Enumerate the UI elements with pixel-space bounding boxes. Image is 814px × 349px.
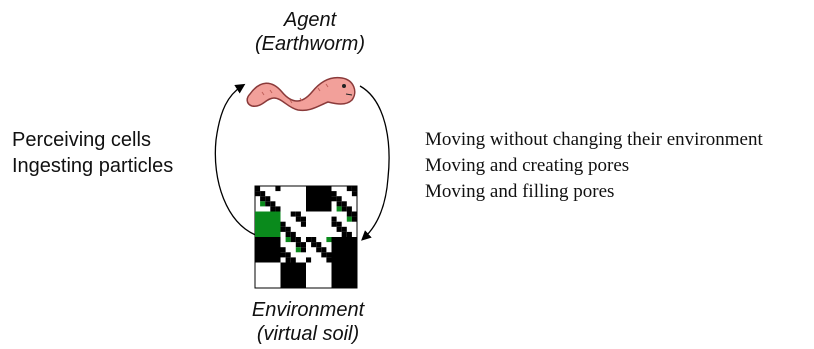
soil-cell: [255, 191, 261, 197]
soil-cell: [290, 237, 296, 243]
soil-cell: [341, 226, 347, 232]
soil-cell: [270, 201, 276, 207]
soil-cell: [336, 226, 342, 232]
soil-cell: [285, 257, 291, 263]
soil-cell: [290, 211, 296, 217]
soil-cell: [270, 206, 276, 212]
soil-cell: [336, 201, 342, 207]
soil-cell: [336, 206, 342, 212]
soil-cell: [260, 196, 266, 202]
soil-cell: [290, 257, 296, 263]
soil-cell: [331, 216, 337, 222]
soil-cell: [316, 247, 322, 253]
soil-cell: [331, 196, 337, 202]
soil-cell: [346, 186, 352, 192]
soil-cell: [336, 221, 342, 227]
soil-cell: [306, 237, 312, 243]
environment-subtitle: (virtual soil): [256, 323, 360, 345]
earthworm-icon: [246, 76, 356, 112]
agent-label: Agent (Earthworm): [240, 8, 380, 56]
soil-cell: [260, 201, 266, 207]
soil-cell: [290, 231, 296, 237]
soil-cell: [316, 242, 322, 248]
soil-cell: [265, 196, 271, 202]
soil-cell: [306, 257, 312, 263]
agent-subtitle: (Earthworm): [254, 33, 365, 55]
soil-cell: [285, 226, 291, 232]
soil-cell: [295, 237, 301, 243]
soil-cell: [331, 191, 337, 197]
effect-creating-pores: Moving and creating pores: [425, 155, 630, 176]
soil-cell: [295, 247, 301, 253]
effect-without-change: Moving without changing their environmen…: [425, 129, 763, 150]
soil-cell: [260, 191, 266, 197]
soil-cell: [255, 237, 281, 263]
soil-cell: [285, 237, 291, 243]
soil-cell: [341, 206, 347, 212]
soil-cell: [300, 221, 306, 227]
soil-cell: [331, 237, 357, 263]
soil-cell: [351, 216, 357, 222]
soil-cell: [255, 211, 281, 237]
soil-cell: [351, 211, 357, 217]
soil-cell: [295, 242, 301, 248]
soil-cell: [280, 226, 286, 232]
soil-cell: [265, 201, 271, 207]
soil-cell: [326, 237, 332, 243]
soil-cell: [255, 186, 261, 192]
agent-action-ingesting: Ingesting particles: [12, 155, 174, 177]
soil-cell: [285, 252, 291, 258]
soil-cell: [341, 231, 347, 237]
soil-cell: [311, 242, 317, 248]
soil-cell: [331, 221, 337, 227]
environment-title: Environment: [251, 299, 365, 321]
soil-cell: [346, 216, 352, 222]
soil-cell: [306, 186, 332, 212]
soil-cell: [346, 211, 352, 217]
soil-cell: [295, 216, 301, 222]
environment-effects: Moving without changing their environmen…: [425, 127, 763, 205]
soil-cell: [351, 191, 357, 197]
soil-cell: [341, 201, 347, 207]
soil-cell: [275, 186, 281, 192]
soil-cell: [300, 247, 306, 253]
soil-cell: [336, 196, 342, 202]
arrow-environment-to-agent: [214, 83, 259, 237]
virtual-soil-grid: [254, 185, 358, 289]
soil-cell: [280, 221, 286, 227]
soil-cell: [321, 247, 327, 253]
soil-cell: [326, 257, 332, 263]
soil-cell: [275, 206, 281, 212]
agent-action-perceiving: Perceiving cells: [12, 129, 151, 151]
soil-cell: [280, 262, 306, 288]
soil-cell: [295, 211, 301, 217]
soil-cell: [321, 252, 327, 258]
arrow-agent-to-environment: [359, 85, 390, 241]
soil-cell: [280, 247, 286, 253]
soil-cell: [346, 206, 352, 212]
soil-cell: [280, 252, 286, 258]
agent-title: Agent: [283, 9, 337, 31]
environment-label: Environment (virtual soil): [228, 298, 388, 346]
soil-cell: [300, 242, 306, 248]
soil-cell: [300, 216, 306, 222]
soil-cell: [351, 186, 357, 192]
soil-cell: [326, 252, 332, 258]
soil-cell: [346, 231, 352, 237]
soil-cell: [331, 262, 357, 288]
soil-cell: [311, 237, 317, 243]
effect-filling-pores: Moving and filling pores: [425, 181, 615, 202]
soil-cell: [285, 231, 291, 237]
agent-actions: Perceiving cells Ingesting particles: [12, 127, 173, 179]
